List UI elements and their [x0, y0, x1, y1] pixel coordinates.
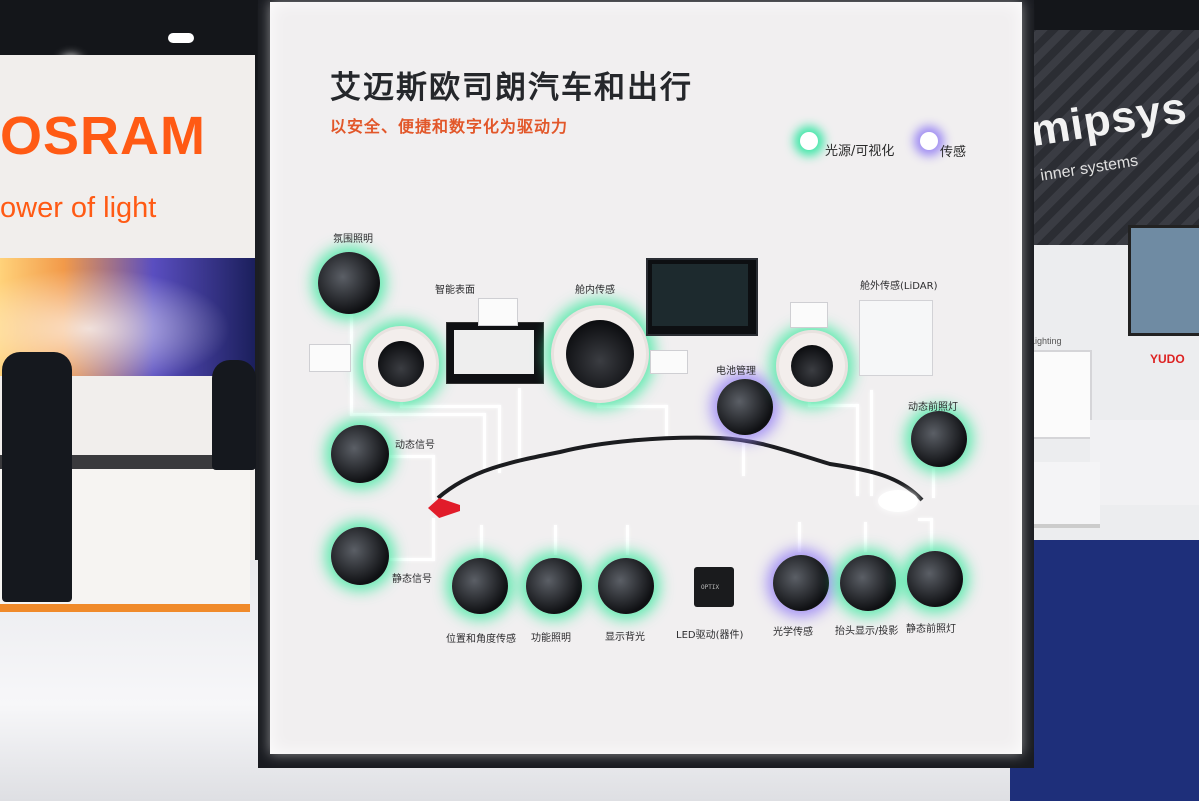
connector-line [918, 518, 932, 521]
booth-monitor [1128, 225, 1199, 336]
rear-lamp [428, 498, 460, 518]
connector-line [390, 558, 435, 561]
connector-line [597, 405, 667, 408]
functional-lighting-node [526, 558, 582, 614]
ambient-lighting-label: 氛围照明 [333, 234, 373, 245]
osram-tagline: ower of light [0, 192, 157, 224]
connector-line [808, 398, 811, 406]
connector-line [742, 436, 745, 476]
dynamic-signal-label: 动态信号 [395, 440, 435, 451]
dynamic-headlamp-label: 动态前照灯 [908, 402, 958, 413]
demo-display-screen [652, 264, 748, 326]
yudo-logo: YUDO [1150, 352, 1185, 366]
connector-line [350, 413, 485, 416]
smart-surface-screen [454, 330, 534, 374]
hud-label: 抬头显示/投影 [835, 626, 899, 637]
battery-management-node [717, 379, 773, 435]
staff-person [212, 360, 256, 470]
lighting-label: Lighting [1030, 336, 1062, 346]
connector-line [400, 405, 500, 408]
osram-logo: OSRAM [0, 106, 206, 166]
visitor-person [2, 352, 72, 602]
connector-line [554, 525, 557, 555]
info-card [478, 298, 518, 326]
car-silhouette [436, 435, 924, 502]
lidar-label: 舱外传感(LiDAR) [860, 281, 938, 292]
connector-line [518, 388, 521, 463]
functional-lighting-label: 功能照明 [531, 633, 571, 644]
connector-line [483, 413, 486, 473]
wall-subtitle: 以安全、便捷和数字化为驱动力 [330, 117, 569, 136]
smart-surface-ring [363, 326, 439, 402]
connector-line [665, 405, 668, 437]
dynamic-headlamp-node [911, 411, 967, 467]
wall-title: 艾迈斯欧司朗汽车和出行 [330, 70, 693, 106]
display-cube [1090, 420, 1199, 505]
static-signal-label: 静态信号 [392, 574, 432, 585]
connector-line [932, 468, 935, 498]
static-signal-node [331, 527, 389, 585]
headlamp [878, 490, 918, 512]
legend-light-label: 光源/可视化 [825, 144, 895, 159]
info-card [309, 344, 351, 372]
info-card [790, 302, 828, 328]
ambient-lighting-node [318, 252, 380, 314]
connector-line [432, 455, 435, 500]
connector-line [930, 518, 933, 550]
connector-line [808, 404, 858, 407]
dynamic-signal-node [331, 425, 389, 483]
connector-line [480, 525, 483, 557]
connector-line [498, 405, 501, 473]
connector-line [798, 522, 801, 552]
chip-marking: OPTIX [701, 584, 720, 591]
connector-line [350, 310, 353, 415]
position-sensing-node [452, 558, 508, 614]
connector-line [870, 390, 873, 496]
legend-sensing-label: 传感 [940, 145, 967, 160]
legend-sensing-dot [920, 132, 938, 150]
info-card [650, 350, 688, 374]
display-backlight-node [598, 558, 654, 614]
display-backlight-label: 显示背光 [605, 632, 645, 643]
connector-line [432, 518, 435, 560]
static-headlamp-node [907, 551, 963, 607]
led-driver-chip [694, 567, 734, 607]
connector-line [864, 522, 867, 552]
legend-light-dot [800, 132, 818, 150]
ceiling-light [168, 33, 194, 43]
position-sensing-label: 位置和角度传感 [446, 634, 516, 645]
mipsys-header-band [1025, 30, 1199, 245]
optical-sensing-label: 光学传感 [773, 627, 813, 638]
hud-node [840, 555, 896, 611]
connector-line [362, 455, 434, 458]
optical-sensing-node [773, 555, 829, 611]
connector-line [626, 525, 629, 555]
smart-surface-label: 智能表面 [435, 285, 475, 296]
led-driver-label: LED驱动(器件) [676, 630, 744, 641]
static-headlamp-label: 静态前照灯 [906, 624, 956, 635]
cabin-sensing-ring [551, 305, 649, 403]
lidar-ring [776, 330, 848, 402]
cabin-sensing-label: 舱内传感 [575, 285, 615, 296]
battery-management-label: 电池管理 [716, 366, 756, 377]
lidar-info-card [859, 300, 933, 376]
blue-carpet [1010, 540, 1199, 801]
connector-line [856, 404, 859, 496]
